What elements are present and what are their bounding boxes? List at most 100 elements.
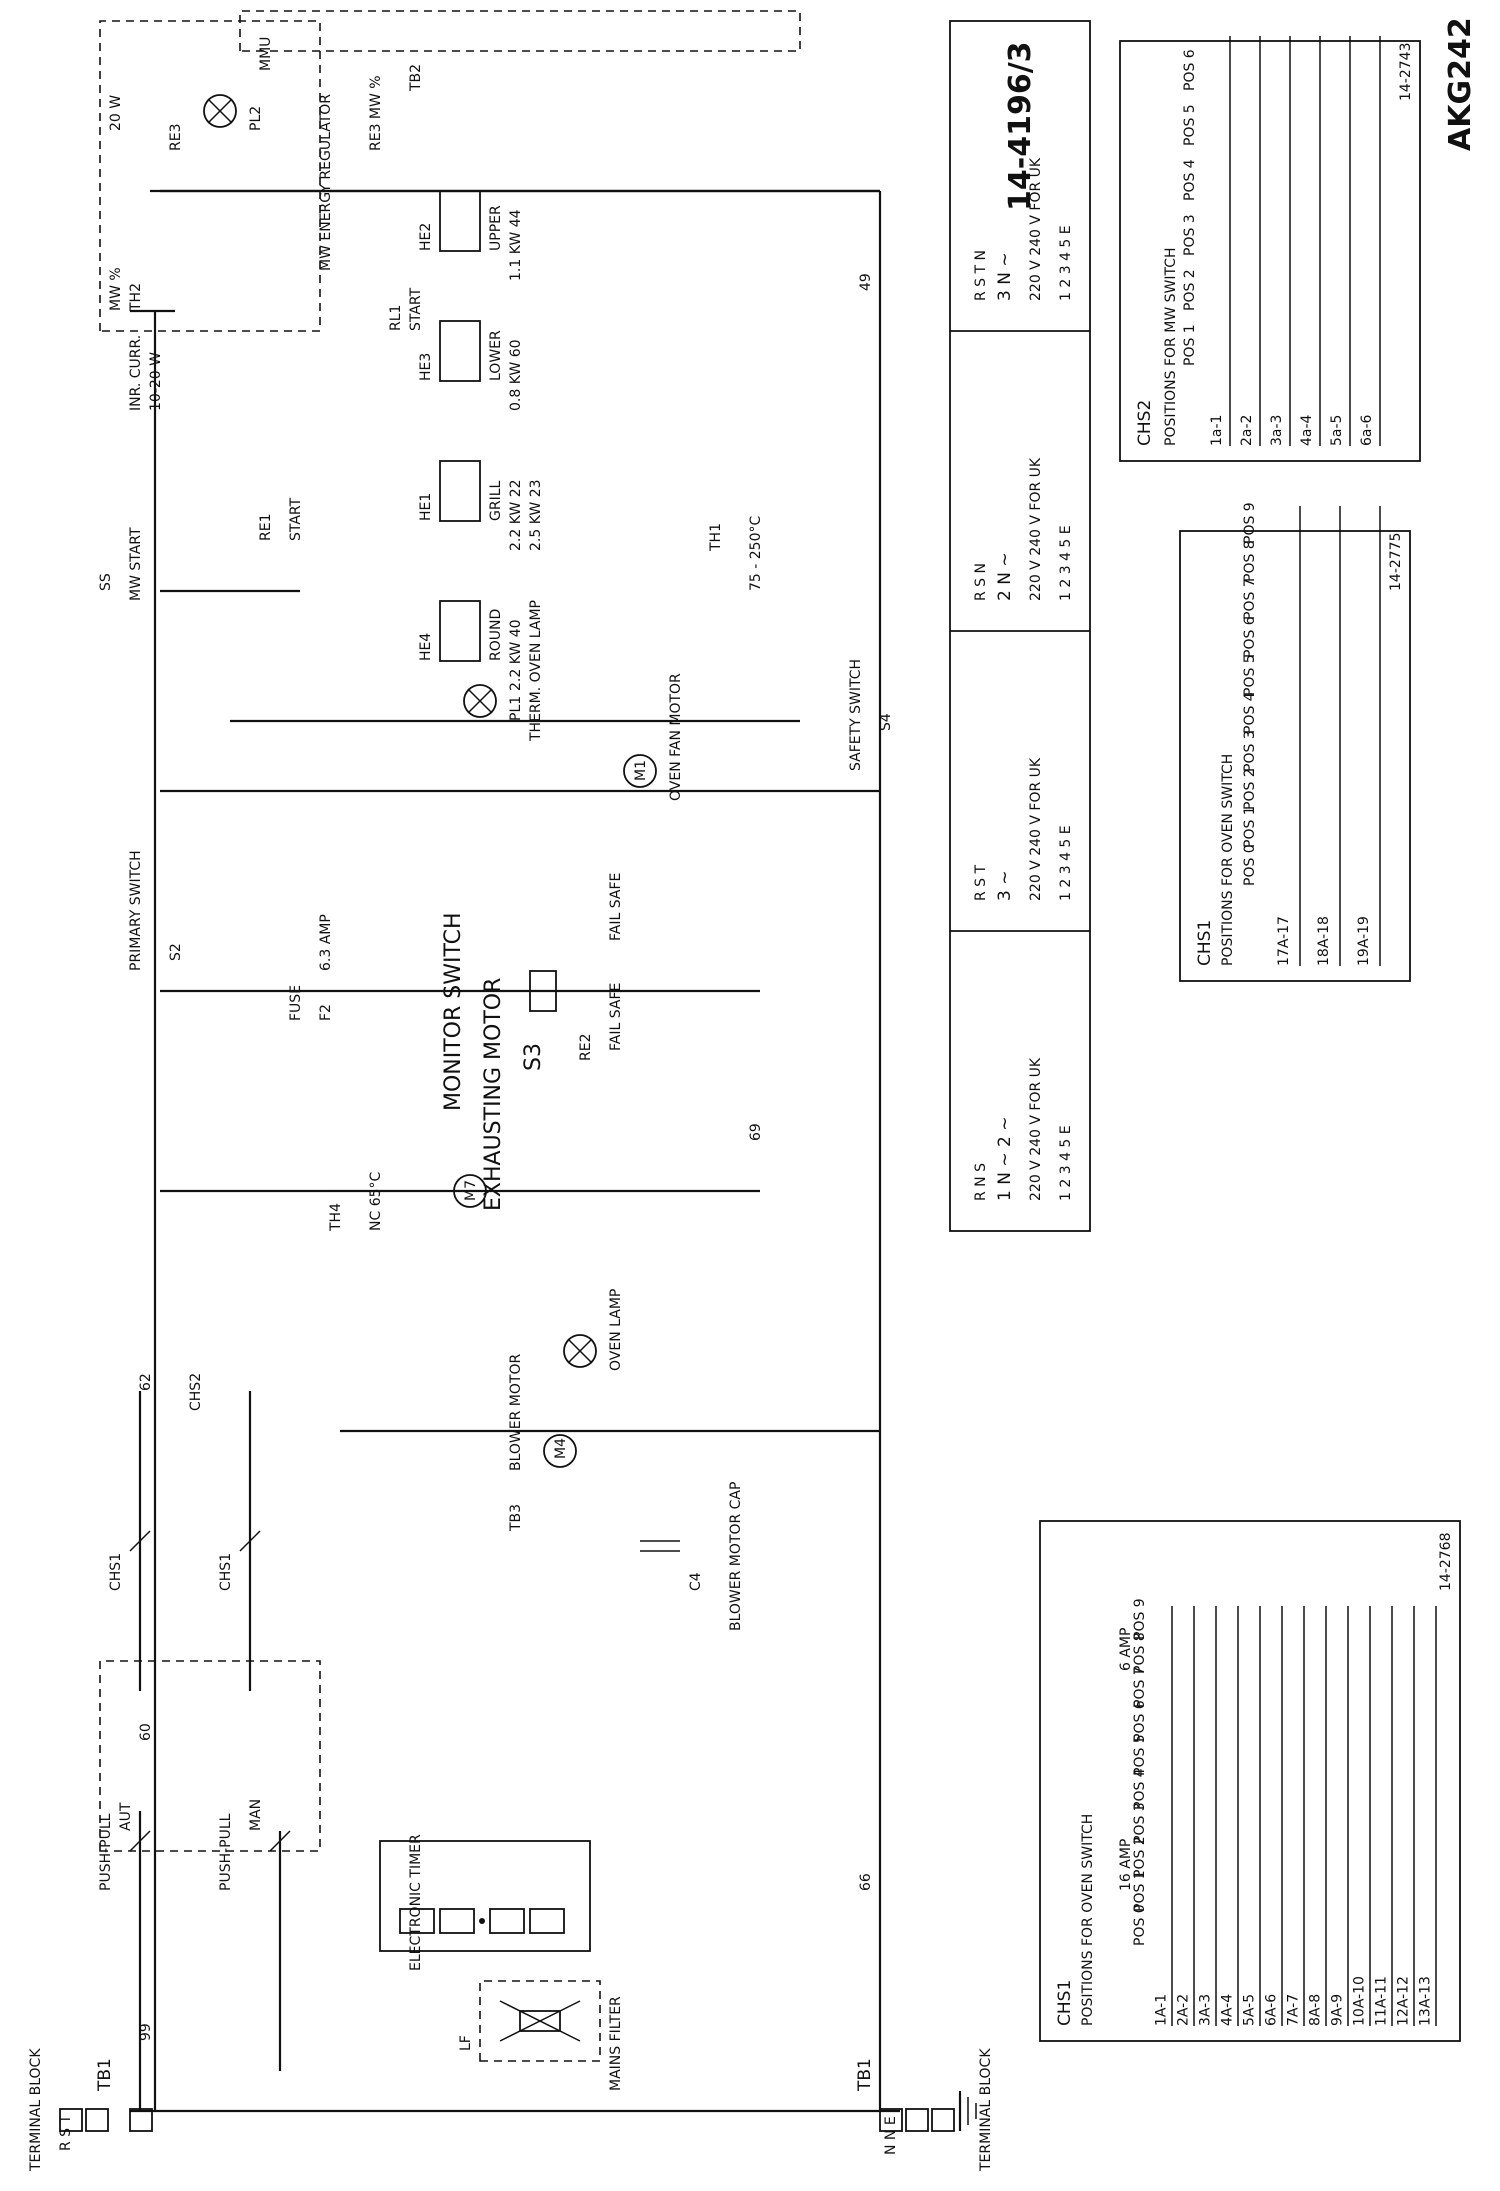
table-col-label: POS 0 — [1242, 844, 1258, 886]
fail-safe-2: FAIL SAFE — [608, 873, 624, 941]
m4-label: M4 — [553, 1438, 569, 1459]
wire-numbers: 99 60 62 66 69 49 — [138, 273, 874, 2041]
rl1-label: RL1 — [388, 305, 404, 331]
table-row-label: 4a-4 — [1299, 414, 1315, 446]
svg-text:99: 99 — [138, 2023, 154, 2041]
re3-section: RE3 20 W RE3 MW % TB2 — [108, 64, 880, 193]
svg-text:R S N: R S N — [973, 563, 989, 601]
he1-kw2: 2.5 KW 23 — [528, 479, 544, 551]
svg-text:14-2775: 14-2775 — [1388, 533, 1404, 592]
table-row-label: 6a-6 — [1359, 414, 1375, 446]
svg-text:CHS2: CHS2 — [1135, 400, 1155, 446]
table-col-label: POS 9 — [1242, 502, 1258, 544]
safety-switch-label: SAFETY SWITCH — [848, 659, 864, 771]
svg-text:1 N ~ 2 ~: 1 N ~ 2 ~ — [995, 1117, 1015, 1201]
table-col-label: POS 6 — [1132, 1700, 1148, 1742]
svg-text:CHS1: CHS1 — [1055, 1980, 1075, 2026]
table-row-label: 12A-12 — [1395, 1976, 1411, 2026]
s4-label: S4 — [878, 713, 894, 731]
svg-text:14-2743: 14-2743 — [1398, 43, 1414, 102]
svg-text:69: 69 — [748, 1123, 764, 1141]
table-row-label: 3a-3 — [1269, 415, 1285, 446]
ss-label: SS — [98, 573, 114, 591]
oven-lamp-label: OVEN LAMP — [608, 1289, 624, 1371]
tb1-bottom-label: TB1 — [855, 2058, 875, 2092]
svg-text:2 N ~: 2 N ~ — [995, 552, 1015, 601]
table-col-label: POS 5 — [1242, 654, 1258, 696]
table-col-label: POS 2 — [1242, 768, 1258, 810]
blower-section: M4 BLOWER MOTOR C4 BLOWER MOTOR CAP TB3 … — [340, 1289, 880, 1631]
table-col-label: POS 8 — [1132, 1632, 1148, 1674]
monitor-switch-label: MONITOR SWITCH — [441, 912, 466, 1111]
he1-label: HE1 — [418, 493, 434, 521]
mains-filter-label: MAINS FILTER — [608, 1996, 624, 2091]
he3-kw: 0.8 KW 60 — [508, 339, 524, 411]
pl2-label: PL2 — [248, 106, 264, 131]
s3-label: S3 — [521, 1043, 546, 1071]
push-pull-2-label: PUSH-PULL — [218, 1813, 234, 1891]
mains-filter: LF MAINS FILTER — [458, 1980, 624, 2091]
svg-text:R S T N: R S T N — [973, 250, 989, 301]
he4-spec: ROUND — [488, 609, 504, 661]
table-col-label: POS 4 — [1242, 692, 1258, 734]
table-row-label: 1a-1 — [1209, 415, 1225, 446]
start-label: START — [288, 497, 304, 541]
f2-label: F2 — [318, 1004, 334, 1021]
chs1-label-b: CHS1 — [218, 1553, 234, 1591]
therm-oven-lamp-label: THERM. OVEN LAMP — [528, 600, 544, 742]
table-col-label: POS 3 — [1242, 730, 1258, 772]
svg-text:220 V 240 V FOR UK: 220 V 240 V FOR UK — [1028, 1057, 1044, 1201]
man-label: MAN — [248, 1799, 264, 1831]
mw-start-section: SS MW START RE1 START INR. CURR. 10-20 W — [98, 335, 304, 601]
table-row-label: 5a-5 — [1329, 415, 1345, 446]
primary-switch-label: PRIMARY SWITCH — [128, 850, 144, 971]
svg-text:CHS1: CHS1 — [1195, 920, 1215, 966]
inr-res-label: 10-20 W — [148, 352, 164, 411]
table-col-label: POS 2 — [1182, 269, 1198, 311]
mw-energy-reg-label: MW ENERGY REGULATOR — [318, 94, 334, 271]
table-col-label: POS 6 — [1242, 616, 1258, 658]
svg-text:1 2 3 4 5 E: 1 2 3 4 5 E — [1058, 1125, 1074, 1201]
table-row-label: 5A-5 — [1241, 1994, 1257, 2026]
lf-label: LF — [458, 2035, 474, 2051]
table-col-label: POS 9 — [1132, 1598, 1148, 1640]
table-col-label: POS 2 — [1132, 1836, 1148, 1878]
supply-panel-1: 2 N ~ 220 V 240 V FOR UK 1 2 3 4 5 E R S… — [973, 457, 1074, 601]
table-row-label: 17A-17 — [1276, 916, 1292, 966]
re3-mw-label: RE3 MW % — [368, 75, 384, 151]
grill-label: GRILL — [488, 480, 504, 521]
table-col-label: POS 7 — [1132, 1666, 1148, 1708]
s2-label: S2 — [168, 943, 184, 961]
nc65-label: NC 65°C — [368, 1171, 384, 1231]
svg-text:66: 66 — [858, 1873, 874, 1891]
th4-label: TH4 — [328, 1203, 344, 1232]
table-col-label: POS 1 — [1182, 324, 1198, 366]
table-row-label: 10A-10 — [1351, 1976, 1367, 2026]
table-col-label: POS 3 — [1182, 214, 1198, 256]
m1-label: M1 — [633, 760, 649, 781]
he3-spec: LOWER — [488, 330, 504, 381]
svg-text:POSITIONS FOR OVEN SWITCH: POSITIONS FOR OVEN SWITCH — [1220, 754, 1236, 966]
heater-section: M1 OVEN FAN MOTOR PL1 THERM. OVEN LAMP H… — [160, 190, 894, 801]
he2-kw: 1.1 KW 44 — [508, 209, 524, 281]
push-pull-1-label: PUSH-PULL — [98, 1813, 114, 1891]
table-col-label: POS 3 — [1132, 1802, 1148, 1844]
c4-label: C4 — [688, 1572, 704, 1591]
th1-label: TH1 — [708, 523, 724, 552]
f2-rating: 6.3 AMP — [318, 914, 334, 971]
mmu-block: MMU — [239, 10, 801, 71]
svg-text:1 2 3 4 5 E: 1 2 3 4 5 E — [1058, 225, 1074, 301]
fuse-label: FUSE — [288, 985, 304, 1021]
table-col-label: POS 7 — [1242, 578, 1258, 620]
th2-label: TH2 — [128, 283, 144, 312]
table-col-label: POS 5 — [1182, 104, 1198, 146]
supply-panel-3: 1 N ~ 2 ~ 220 V 240 V FOR UK 1 2 3 4 5 E… — [973, 1057, 1074, 1201]
table-col-label: POS 1 — [1242, 806, 1258, 848]
aut-label: AUT — [118, 1802, 134, 1831]
svg-text:220 V 240 V FOR UK: 220 V 240 V FOR UK — [1028, 757, 1044, 901]
mw-energy-regulator: MW % TH2 MW ENERGY REGULATOR PL2 RL1 STA… — [99, 20, 424, 332]
table-row-label: 9A-9 — [1329, 1994, 1345, 2026]
terminal-block-right: N N E TB1 TERMINAL BLOCK — [855, 2048, 994, 2172]
timer-label: ELECTRONIC TIMER — [408, 1834, 424, 1971]
